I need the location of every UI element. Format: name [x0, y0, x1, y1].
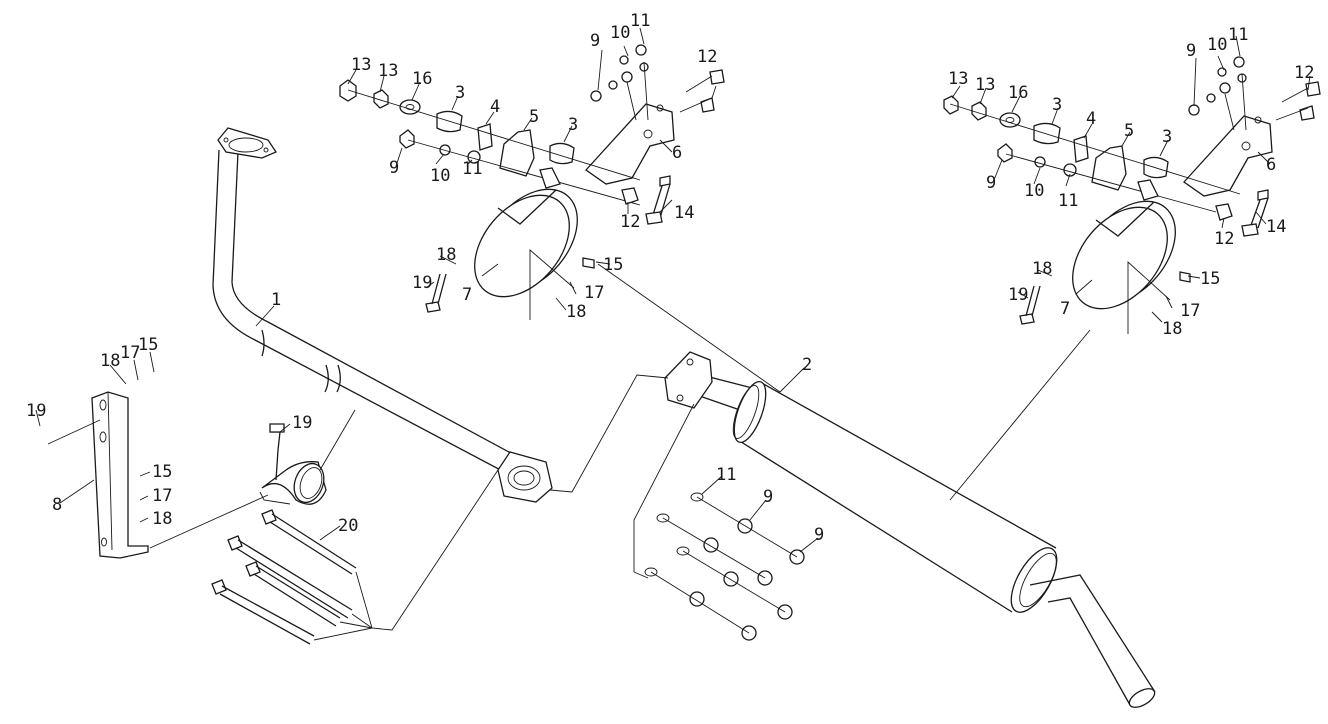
label-1: 1: [271, 290, 281, 310]
part-labels: 1 2 8 19 18 17 15 15 17 18 19 20 11 9 9 …: [26, 11, 1314, 545]
label-12: 12: [620, 212, 640, 232]
label-13: 13: [351, 55, 371, 75]
label-6: 6: [672, 143, 682, 163]
label-16: 16: [412, 69, 432, 89]
label-17: 17: [584, 283, 604, 303]
label-12: 12: [697, 47, 717, 67]
label-20: 20: [338, 516, 358, 536]
label-11: 11: [462, 159, 482, 179]
label-15: 15: [1200, 269, 1220, 289]
pipe-clamp: [259, 409, 356, 505]
label-9: 9: [590, 31, 600, 51]
flange-fasteners: [633, 403, 805, 641]
label-3: 3: [455, 83, 465, 103]
label-17: 17: [1180, 301, 1200, 321]
muffler-assembly: [664, 351, 1156, 708]
label-13: 13: [975, 75, 995, 95]
label-4: 4: [1086, 109, 1096, 129]
label-19: 19: [412, 273, 432, 293]
mounting-bracket: [91, 391, 269, 559]
label-7: 7: [462, 285, 472, 305]
label-18: 18: [1162, 319, 1182, 339]
label-16: 16: [1008, 83, 1028, 103]
label-9: 9: [986, 173, 996, 193]
label-9: 9: [389, 158, 399, 178]
label-18: 18: [100, 351, 120, 371]
label-18: 18: [1032, 259, 1052, 279]
label-3: 3: [1162, 127, 1172, 147]
label-8: 8: [52, 495, 62, 515]
label-10: 10: [1207, 35, 1227, 55]
label-12: 12: [1214, 229, 1234, 249]
long-bolts-set: [211, 469, 499, 645]
label-14: 14: [1266, 217, 1286, 237]
label-3: 3: [568, 115, 578, 135]
label-11: 11: [1228, 25, 1248, 45]
label-13: 13: [948, 69, 968, 89]
label-13: 13: [378, 61, 398, 81]
label-19: 19: [292, 413, 312, 433]
label-6: 6: [1266, 155, 1276, 175]
label-2: 2: [802, 355, 812, 375]
label-3: 3: [1052, 95, 1062, 115]
label-7: 7: [1060, 299, 1070, 319]
label-15: 15: [152, 462, 172, 482]
label-19: 19: [1008, 285, 1028, 305]
label-11: 11: [716, 465, 736, 485]
label-5: 5: [1124, 121, 1134, 141]
label-4: 4: [490, 97, 500, 117]
leader-lines: [35, 27, 1311, 553]
label-14: 14: [674, 203, 694, 223]
label-17: 17: [120, 343, 140, 363]
label-9: 9: [763, 487, 773, 507]
label-5: 5: [529, 107, 539, 127]
label-10: 10: [1024, 181, 1044, 201]
flange-connector-line: [549, 374, 669, 493]
label-18: 18: [152, 509, 172, 529]
label-18: 18: [566, 302, 586, 322]
label-12: 12: [1294, 63, 1314, 83]
label-10: 10: [610, 23, 630, 43]
hanger-assembly-right: [943, 56, 1321, 501]
label-10: 10: [430, 166, 450, 186]
label-15: 15: [138, 335, 158, 355]
label-9: 9: [1186, 41, 1196, 61]
label-11: 11: [1058, 191, 1078, 211]
label-15: 15: [603, 255, 623, 275]
label-9: 9: [814, 525, 824, 545]
label-11: 11: [630, 11, 650, 31]
front-exhaust-pipe: [212, 127, 553, 503]
label-18: 18: [436, 245, 456, 265]
label-19: 19: [26, 401, 46, 421]
hanger-assembly-left: [339, 44, 781, 393]
label-17: 17: [152, 486, 172, 506]
